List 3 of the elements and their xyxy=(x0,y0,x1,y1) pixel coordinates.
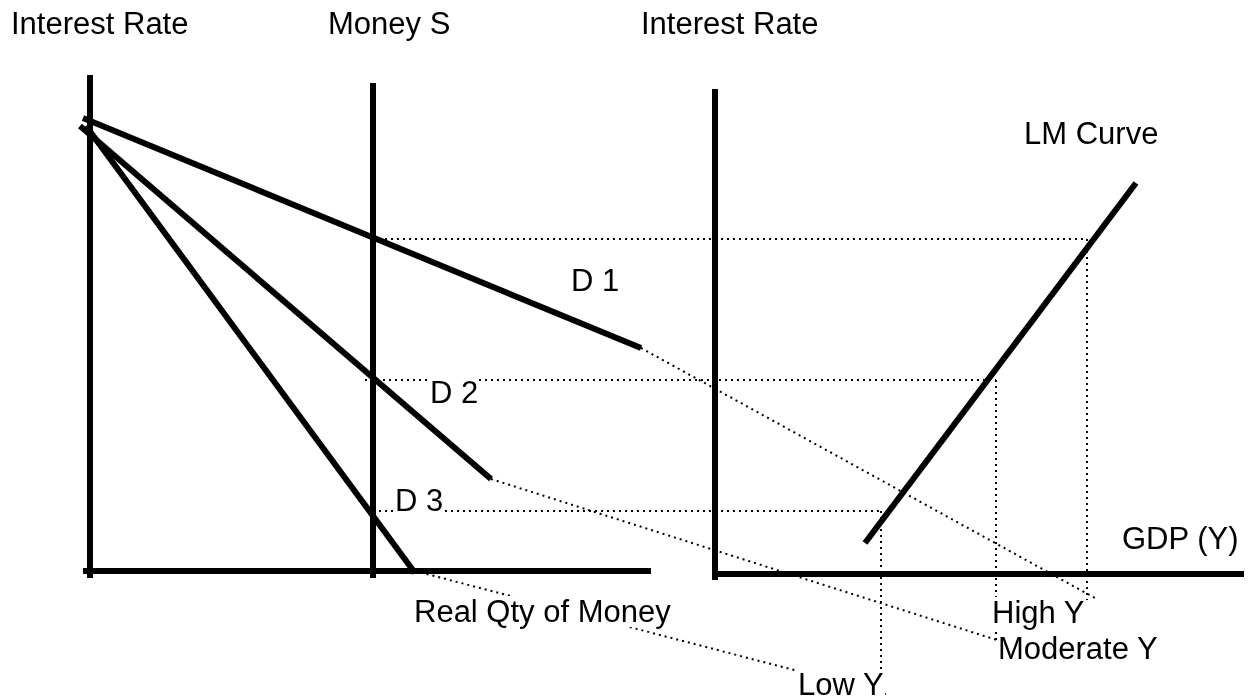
axis-label: Real Qty of Money xyxy=(413,596,672,627)
value-label: High Y xyxy=(991,597,1086,628)
axis-label: GDP (Y) xyxy=(1121,523,1240,554)
